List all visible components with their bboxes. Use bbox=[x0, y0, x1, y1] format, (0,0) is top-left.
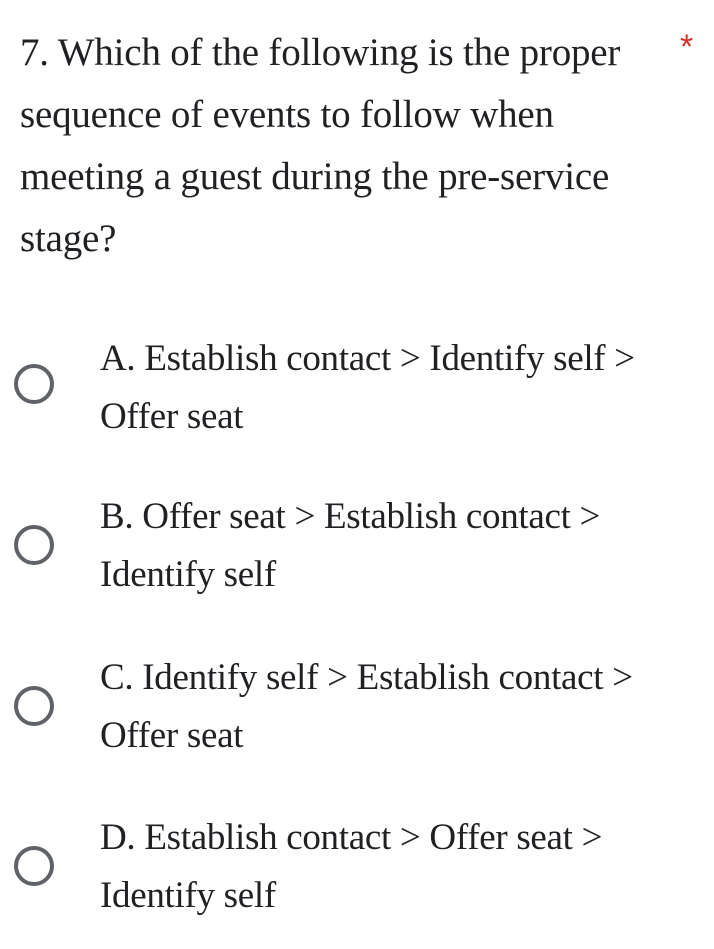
option-label-line: C. Identify self > Establish contact > bbox=[100, 657, 633, 698]
question-line: sequence of events to follow when bbox=[20, 93, 554, 136]
option-b[interactable]: B. Offer seat > Establish contact > Iden… bbox=[0, 488, 714, 628]
radio-button-icon[interactable] bbox=[14, 846, 54, 886]
question-line: meeting a guest during the pre-service bbox=[20, 155, 610, 198]
radio-button-icon[interactable] bbox=[14, 364, 54, 404]
option-label[interactable]: C. Identify self > Establish contact > O… bbox=[100, 649, 700, 765]
question-line: stage? bbox=[20, 217, 117, 260]
option-label-line: B. Offer seat > Establish contact > bbox=[100, 496, 601, 537]
option-label-line: Identify self bbox=[100, 875, 276, 916]
required-asterisk-icon: * bbox=[680, 28, 694, 66]
option-label[interactable]: D. Establish contact > Offer seat > Iden… bbox=[100, 809, 700, 925]
question-line: 7. Which of the following is the proper bbox=[20, 31, 621, 74]
question-title: 7. Which of the following is the proper … bbox=[20, 22, 660, 270]
radio-button-icon[interactable] bbox=[14, 525, 54, 565]
radio-button-icon[interactable] bbox=[14, 686, 54, 726]
option-label-line: Offer seat bbox=[100, 396, 244, 437]
option-label-line: Identify self bbox=[100, 554, 276, 595]
option-label[interactable]: A. Establish contact > Identify self > O… bbox=[100, 330, 700, 446]
option-label-line: D. Establish contact > Offer seat > bbox=[100, 817, 603, 858]
option-d[interactable]: D. Establish contact > Offer seat > Iden… bbox=[0, 809, 714, 949]
option-label-line: A. Establish contact > Identify self > bbox=[100, 338, 635, 379]
option-label-line: Offer seat bbox=[100, 715, 244, 756]
option-c[interactable]: C. Identify self > Establish contact > O… bbox=[0, 649, 714, 789]
option-label[interactable]: B. Offer seat > Establish contact > Iden… bbox=[100, 488, 700, 604]
option-a[interactable]: A. Establish contact > Identify self > O… bbox=[0, 330, 714, 470]
